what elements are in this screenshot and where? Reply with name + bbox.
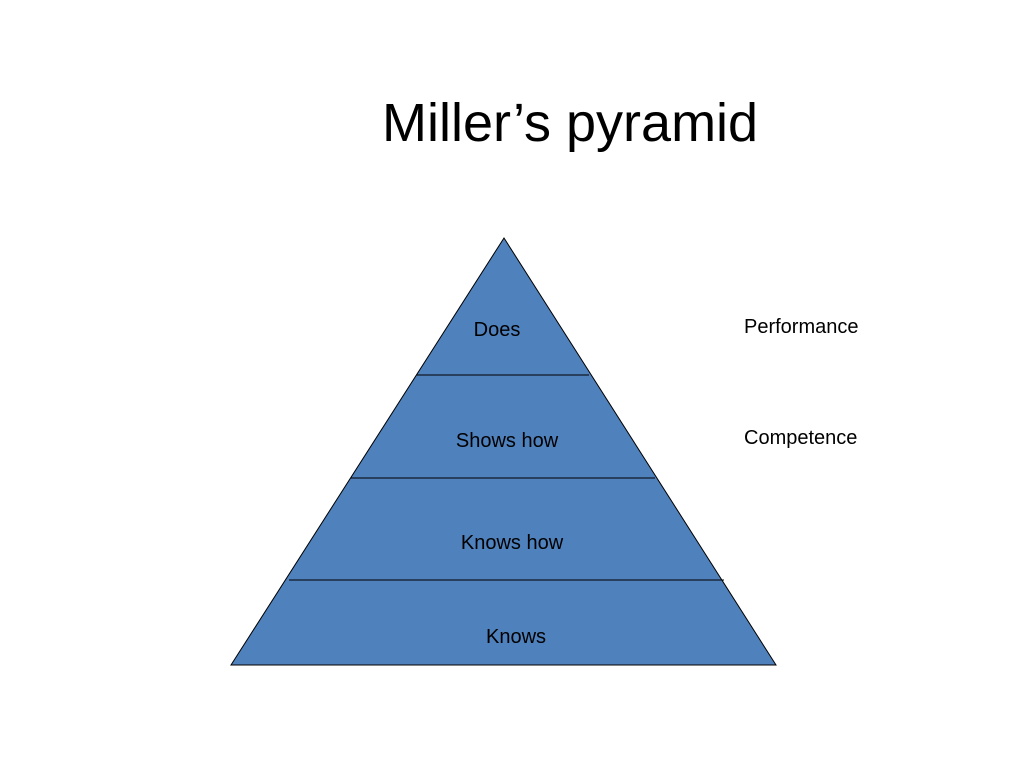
side-label-competence: Competence: [744, 427, 858, 449]
side-label-performance: Performance: [744, 316, 859, 338]
pyramid-level-knows-how: Knows how: [461, 532, 564, 554]
pyramid-level-does: Does: [474, 319, 521, 341]
pyramid-level-knows: Knows: [486, 626, 546, 648]
slide-title: Miller’s pyramid: [382, 93, 759, 153]
pyramid-shape: [230, 237, 777, 666]
pyramid-level-shows-how: Shows how: [456, 430, 559, 452]
